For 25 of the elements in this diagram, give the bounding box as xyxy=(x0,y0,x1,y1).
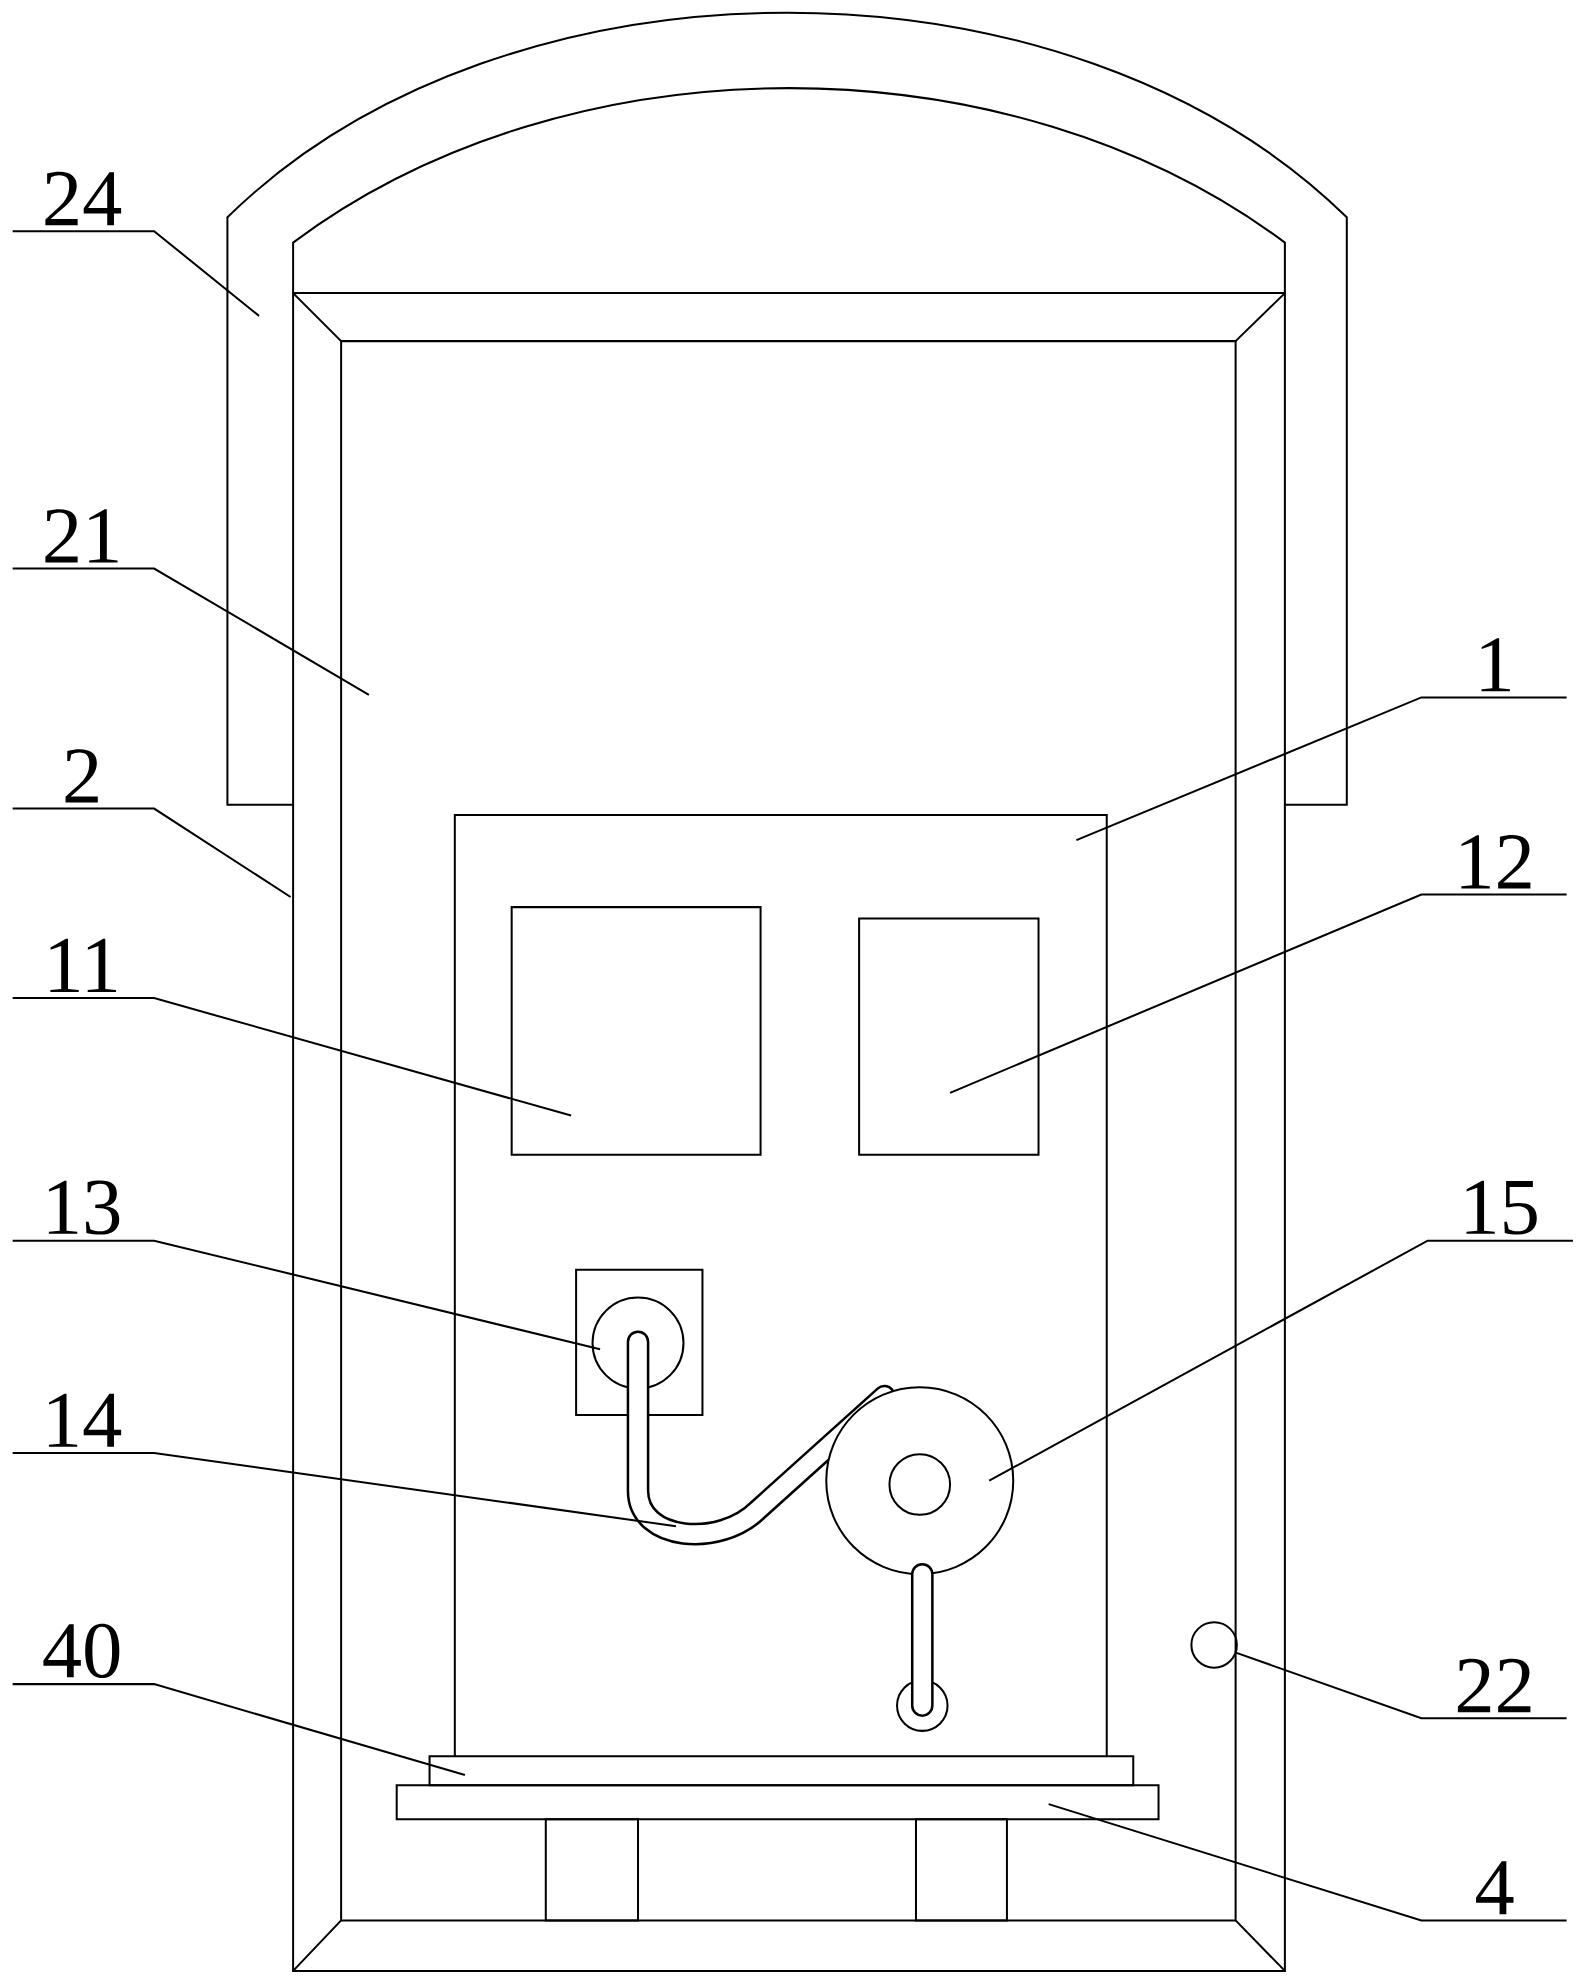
callout-number: 14 xyxy=(48,1393,121,1447)
callout-number: 15 xyxy=(1466,1180,1537,1235)
callout-number: 13 xyxy=(48,1180,120,1235)
callout-number: 2 xyxy=(65,749,98,803)
callout-number: 11 xyxy=(50,938,116,993)
callout-number: 4 xyxy=(1475,1861,1514,1915)
leader-line xyxy=(12,1239,601,1351)
callout-number: 12 xyxy=(1461,835,1531,889)
callout-number: 40 xyxy=(43,1623,120,1679)
leader-line xyxy=(1075,696,1567,842)
callout-number: 24 xyxy=(45,171,121,226)
leader-line xyxy=(12,567,370,696)
leader-line xyxy=(1048,1803,1567,1922)
knob-circle xyxy=(1190,1621,1238,1669)
callout-number: 21 xyxy=(45,509,118,563)
leader-line xyxy=(949,893,1567,1094)
callout-number: 1 xyxy=(1481,638,1510,692)
leader-line xyxy=(12,1683,466,1777)
leader-line xyxy=(12,807,291,898)
leader-line xyxy=(12,230,260,317)
callout-number: 22 xyxy=(1457,1658,1531,1713)
leader-line xyxy=(12,997,572,1117)
leader-line xyxy=(12,1451,676,1528)
leader-line xyxy=(988,1239,1573,1482)
leader-line xyxy=(1236,1651,1567,1720)
